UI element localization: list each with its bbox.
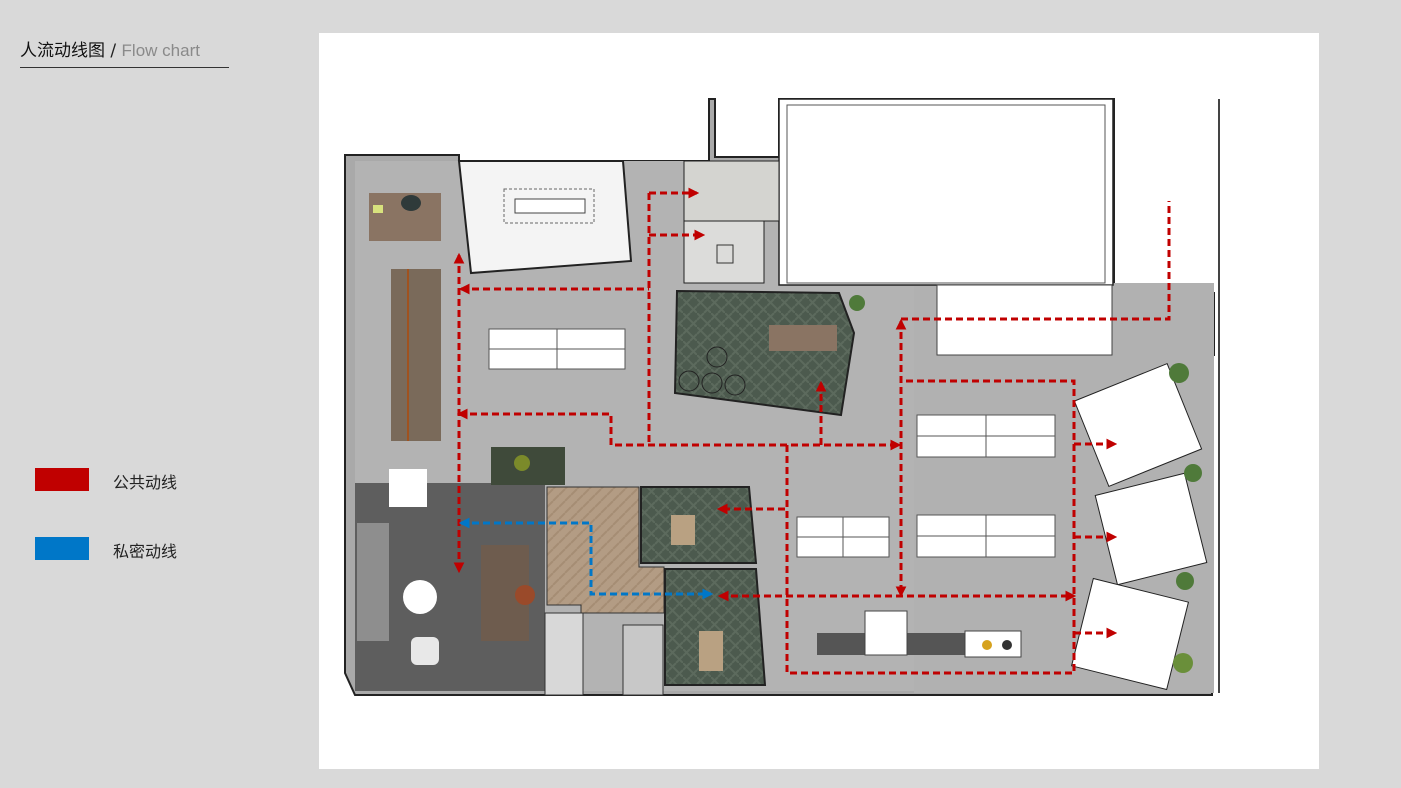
desk-cluster-3 xyxy=(916,514,1056,558)
floor-plan-canvas xyxy=(319,33,1319,769)
page-title: 人流动线图 / Flow chart xyxy=(20,36,229,68)
legend-label-public: 公共动线 xyxy=(113,473,178,492)
meeting-rooms-right xyxy=(1070,362,1208,691)
private-routes xyxy=(458,517,714,600)
planter-center xyxy=(491,447,565,485)
legend-swatch-private xyxy=(35,537,89,560)
void-room-top-right xyxy=(778,98,1220,693)
legend-swatch-public xyxy=(35,468,89,491)
title-chinese: 人流动线图 xyxy=(20,41,105,61)
plants-right xyxy=(849,295,1202,673)
public-routes xyxy=(453,187,1171,675)
meeting-room-top xyxy=(457,160,633,275)
title-separator: / xyxy=(110,41,117,61)
desk-cluster-1 xyxy=(488,328,626,370)
legend-label-private: 私密动线 xyxy=(113,542,178,561)
long-bench-desk xyxy=(391,269,441,441)
office-top-left xyxy=(369,193,441,241)
floor-plan-drawing xyxy=(344,98,1220,696)
green-lounge xyxy=(673,289,856,417)
desk-cluster-4 xyxy=(796,516,890,558)
desk-cluster-2 xyxy=(916,414,1056,458)
pantry-counter xyxy=(817,610,1022,658)
title-english: Flow chart xyxy=(121,41,200,60)
